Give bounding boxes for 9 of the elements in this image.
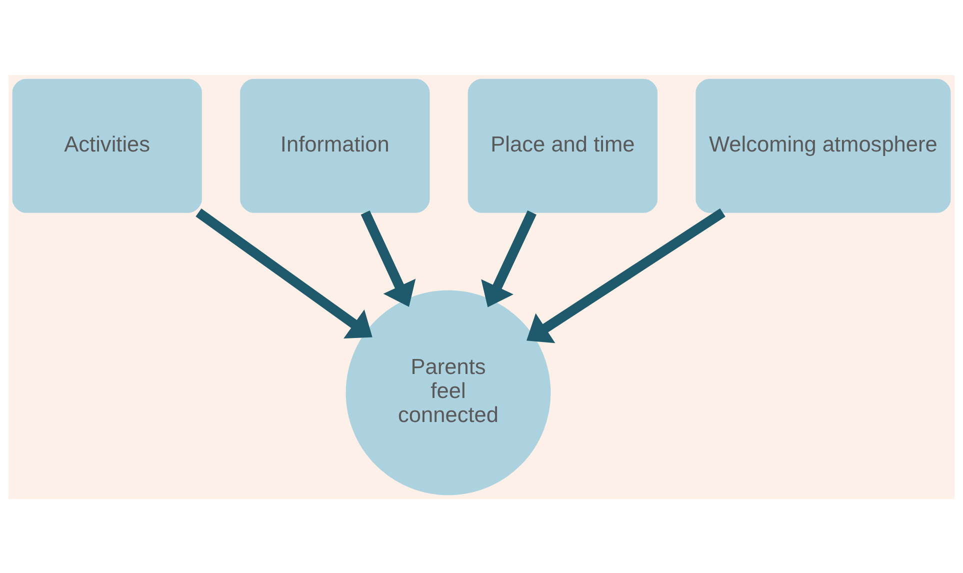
node-box: Welcoming atmosphere: [696, 78, 951, 212]
arrow: [481, 210, 536, 307]
arrow: [196, 208, 372, 338]
arrow: [360, 210, 416, 306]
arrow: [526, 208, 726, 343]
node-box: Place and time: [468, 78, 658, 212]
node-box: Information: [240, 78, 430, 212]
node-circle: Parents feel connected: [346, 290, 551, 495]
node-box: Activities: [12, 78, 202, 212]
